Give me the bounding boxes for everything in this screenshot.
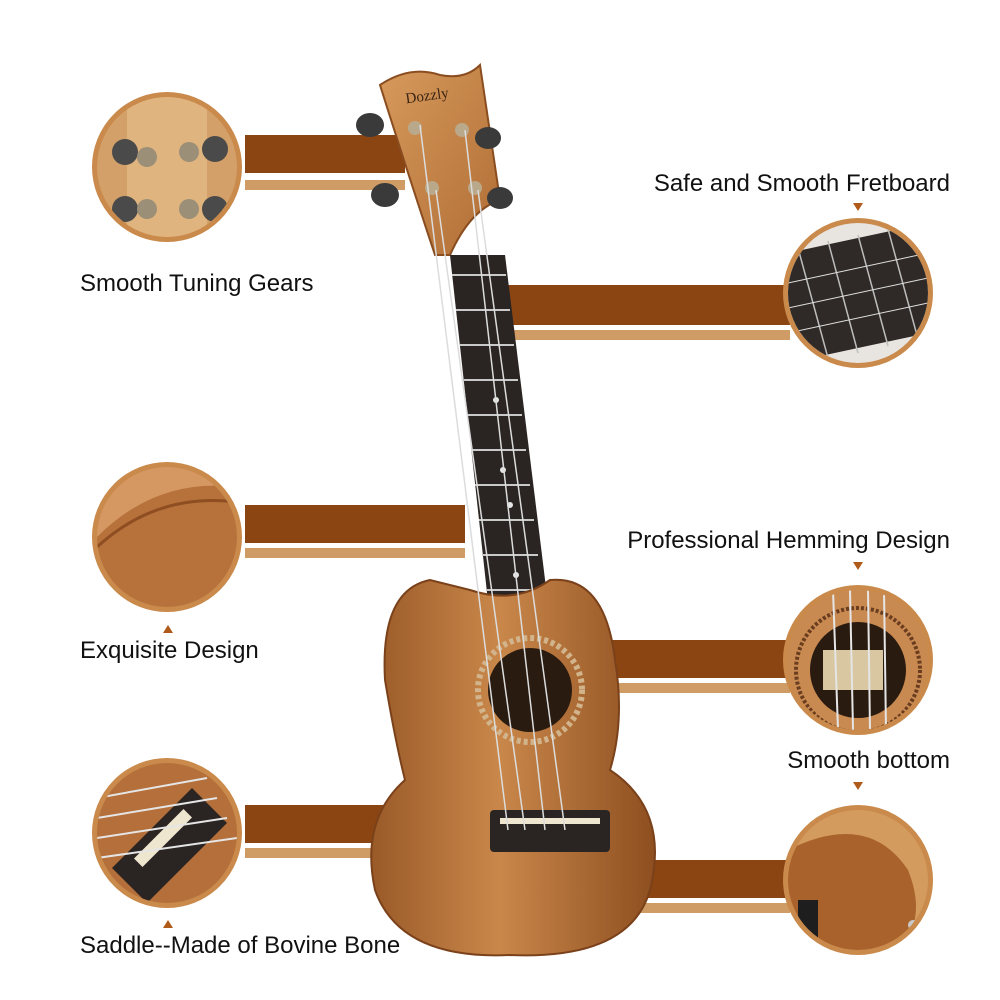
connector-stripe-tuning: [245, 180, 405, 190]
connector-stripe-fretboard: [505, 330, 790, 340]
arrow-down-icon: [853, 203, 863, 211]
tuning-gears-photo: [92, 92, 242, 242]
connector-stripe-exquisite: [245, 548, 465, 558]
arrow-up-icon: [163, 625, 173, 633]
connector-bar-hemming: [600, 640, 790, 678]
fretboard-photo: [783, 218, 933, 368]
feature-label-hemming: Professional Hemming Design: [627, 527, 950, 554]
feature-label-exquisite: Exquisite Design: [80, 637, 259, 664]
ukulele-illustration: Dozzly: [356, 62, 656, 957]
arrow-down-icon: [853, 562, 863, 570]
connector-bar-exquisite: [245, 505, 465, 543]
connector-bar-saddle: [245, 805, 395, 843]
feature-label-tuning: Smooth Tuning Gears: [80, 270, 314, 297]
connector-stripe-saddle: [245, 848, 395, 858]
connector-stripe-bottom: [580, 903, 790, 913]
brand-logo-text: Dozzly: [405, 85, 451, 107]
saddle-photo: [92, 758, 242, 908]
exquisite-design-photo: [92, 462, 242, 612]
arrow-up-icon: [163, 920, 173, 928]
connector-bar-tuning: [245, 135, 405, 173]
feature-label-fretboard: Safe and Smooth Fretboard: [653, 170, 950, 197]
feature-label-saddle: Saddle--Made of Bovine Bone: [80, 932, 401, 959]
feature-label-bottom: Smooth bottom: [787, 747, 950, 774]
arrow-down-icon: [853, 782, 863, 790]
connector-bar-fretboard: [505, 285, 790, 325]
hemming-design-photo: [783, 585, 933, 735]
smooth-bottom-photo: [783, 805, 933, 955]
connector-stripe-hemming: [600, 683, 790, 693]
